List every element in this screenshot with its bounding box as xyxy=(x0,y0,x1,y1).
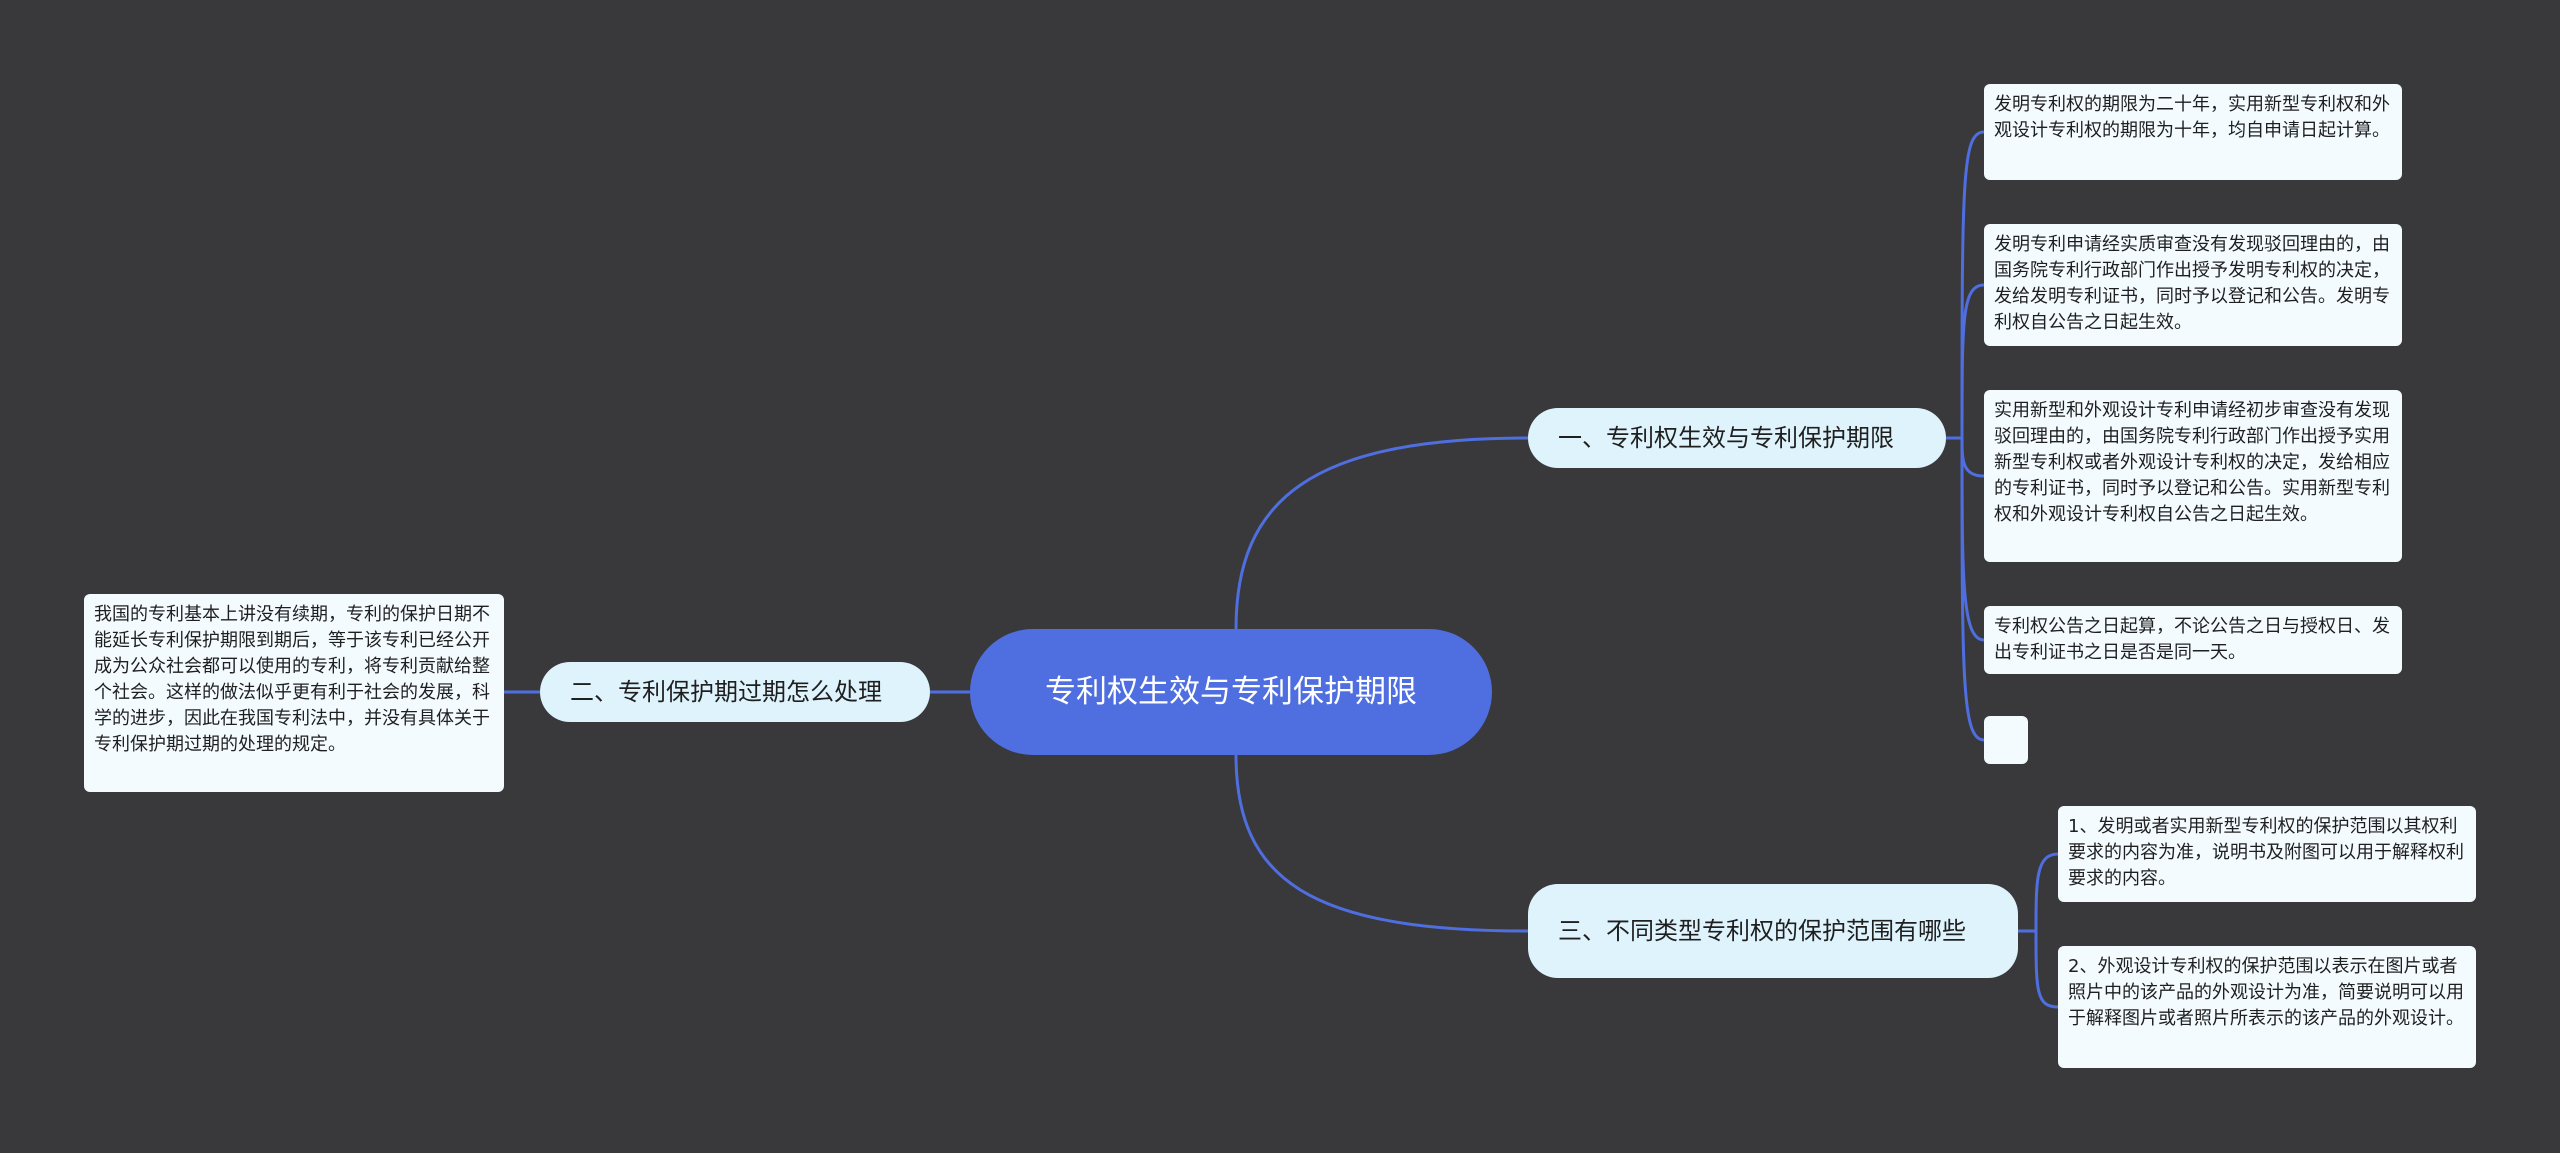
connector-root-branch-1 xyxy=(1234,436,1529,630)
leaf-topic-1-4[interactable]: 专利权公告之日起算，不论公告之日与授权日、发出专利证书之日是否是同一天。 xyxy=(1984,606,2402,674)
leaf-topic-1-1-text: 发明专利权的期限为二十年，实用新型专利权和外观设计专利权的期限为十年，均自申请日… xyxy=(1994,94,2390,141)
branch-topic-1-label: 一、专利权生效与专利保护期限 xyxy=(1558,424,1894,452)
leaf-topic-3-1-text: 1、发明或者实用新型专利权的保护范围以其权利要求的内容为准，说明书及附图可以用于… xyxy=(2068,816,2464,889)
root-topic-label: 专利权生效与专利保护期限 xyxy=(1045,674,1417,710)
connector-branch-3-leaf-1 xyxy=(2034,852,2059,932)
leaf-topic-2-1-text: 我国的专利基本上讲没有续期，专利的保护日期不能延长专利保护期限到期后，等于该专利… xyxy=(94,604,490,755)
leaf-topic-1-3[interactable]: 实用新型和外观设计专利申请经初步审查没有发现驳回理由的，由国务院专利行政部门作出… xyxy=(1984,390,2402,562)
branch-topic-3[interactable]: 三、不同类型专利权的保护范围有哪些 xyxy=(1528,884,2018,978)
leaf-topic-1-1[interactable]: 发明专利权的期限为二十年，实用新型专利权和外观设计专利权的期限为十年，均自申请日… xyxy=(1984,84,2402,180)
connector-branch-1-leaf-3 xyxy=(1960,437,1985,478)
leaf-topic-3-1[interactable]: 1、发明或者实用新型专利权的保护范围以其权利要求的内容为准，说明书及附图可以用于… xyxy=(2058,806,2476,902)
leaf-topic-1-4-text: 专利权公告之日起算，不论公告之日与授权日、发出专利证书之日是否是同一天。 xyxy=(1994,616,2390,663)
leaf-topic-1-2[interactable]: 发明专利申请经实质审查没有发现驳回理由的，由国务院专利行政部门作出授予发明专利权… xyxy=(1984,224,2402,346)
connector-branch-1-leaf-5 xyxy=(1960,437,1985,742)
leaf-topic-2-1[interactable]: 我国的专利基本上讲没有续期，专利的保护日期不能延长专利保护期限到期后，等于该专利… xyxy=(84,594,504,792)
branch-topic-3-label: 三、不同类型专利权的保护范围有哪些 xyxy=(1558,917,1966,945)
leaf-topic-3-2[interactable]: 2、外观设计专利权的保护范围以表示在图片或者照片中的该产品的外观设计为准，简要说… xyxy=(2058,946,2476,1068)
connector-root-branch-3 xyxy=(1234,754,1529,933)
connector-branch-1-leaf-2 xyxy=(1960,283,1985,439)
branch-topic-1[interactable]: 一、专利权生效与专利保护期限 xyxy=(1528,408,1946,468)
branch-topic-2-label: 二、专利保护期过期怎么处理 xyxy=(570,678,882,706)
leaf-topic-3-2-text: 2、外观设计专利权的保护范围以表示在图片或者照片中的该产品的外观设计为准，简要说… xyxy=(2068,956,2464,1029)
root-topic[interactable]: 专利权生效与专利保护期限 xyxy=(970,629,1492,755)
leaf-topic-1-5-empty[interactable] xyxy=(1984,716,2028,764)
leaf-topic-1-3-text: 实用新型和外观设计专利申请经初步审查没有发现驳回理由的，由国务院专利行政部门作出… xyxy=(1994,400,2390,525)
connector-branch-3-leaf-2 xyxy=(2034,930,2059,1009)
leaf-topic-1-2-text: 发明专利申请经实质审查没有发现驳回理由的，由国务院专利行政部门作出授予发明专利权… xyxy=(1994,234,2390,333)
branch-topic-2[interactable]: 二、专利保护期过期怎么处理 xyxy=(540,662,930,722)
